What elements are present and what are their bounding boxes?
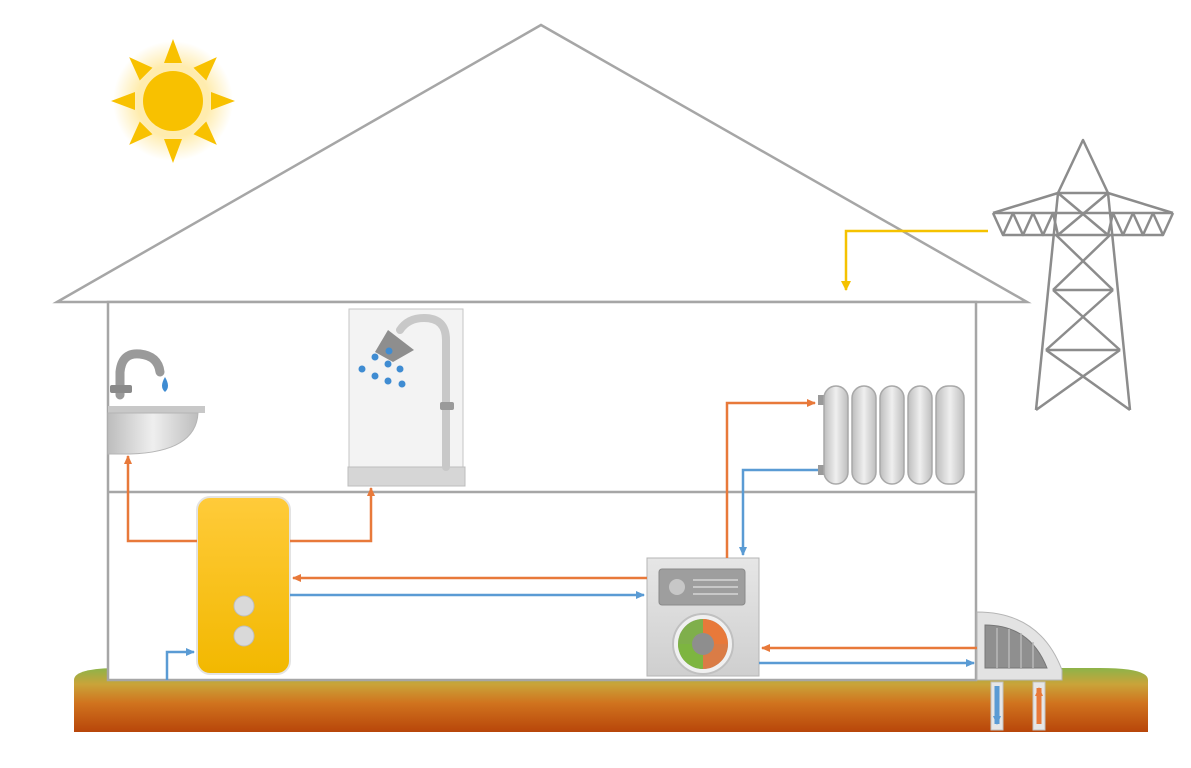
ground-soil (74, 668, 1148, 732)
hot-to-sink-arrow (124, 455, 197, 543)
sun-icon (111, 39, 235, 163)
cold-from-radiator-arrow (739, 468, 818, 556)
sink-icon (107, 349, 205, 455)
electric-supply-arrow (841, 229, 988, 291)
radiator-icon (818, 385, 965, 485)
hot-to-shower-arrow (290, 487, 375, 543)
cold-inlet-arrow (165, 648, 195, 680)
shower-icon (347, 308, 466, 487)
hot-water-tank (196, 496, 291, 675)
power-pylon-icon (991, 138, 1175, 412)
heat-pump-unit (646, 557, 760, 677)
hot-to-radiator-arrow (725, 399, 816, 558)
flow-arrows (124, 229, 1043, 725)
